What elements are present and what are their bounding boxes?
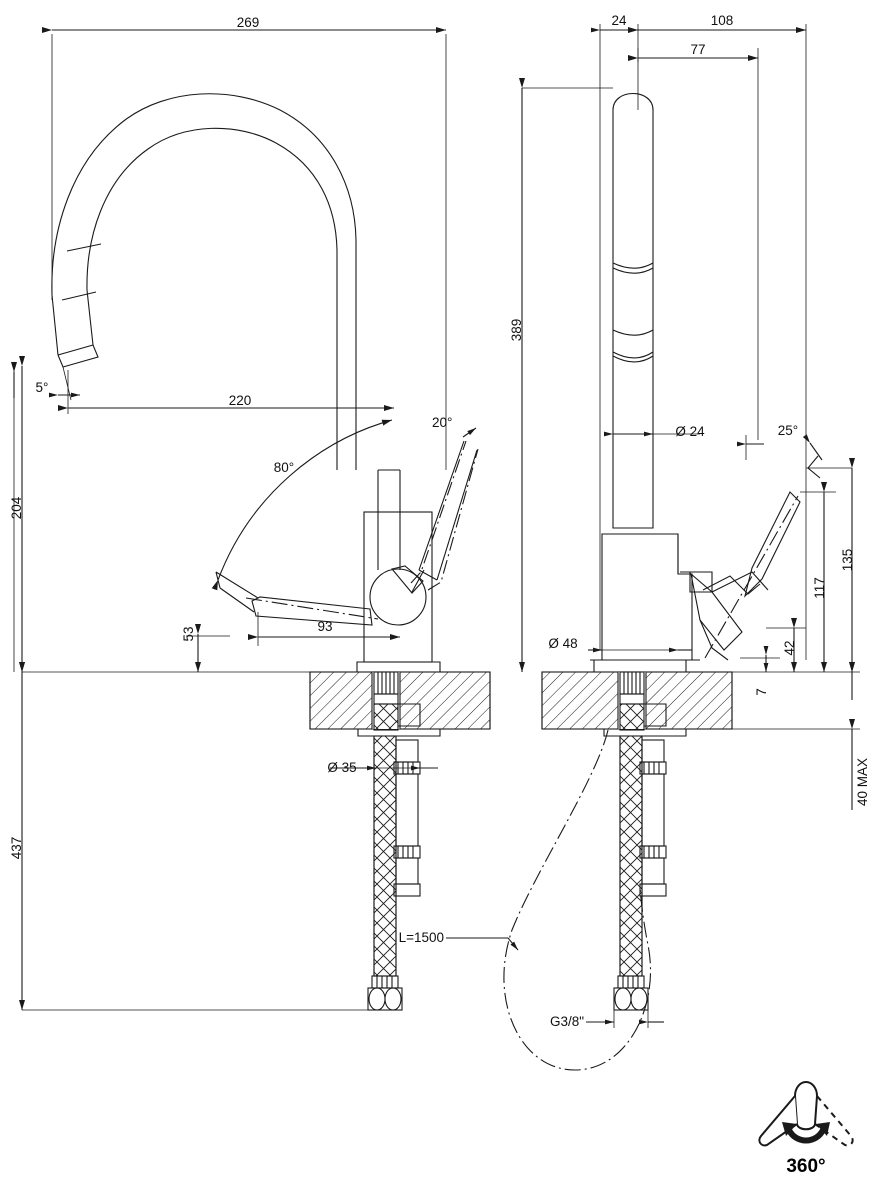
dim-thread-g38 bbox=[586, 1010, 664, 1028]
shank-assembly-left bbox=[357, 671, 441, 737]
label-angle-25: 25° bbox=[778, 423, 798, 438]
dim-437 bbox=[19, 662, 370, 1011]
leader-hose-length bbox=[446, 937, 519, 951]
label-40-max: 40 MAX bbox=[855, 758, 870, 806]
handle-lowered bbox=[251, 596, 373, 626]
countertop-left bbox=[309, 671, 491, 730]
handle-front-centerline bbox=[704, 495, 799, 659]
label-dia-35: Ø 35 bbox=[327, 760, 356, 775]
label-135: 135 bbox=[840, 549, 855, 572]
label-thread: G3/8" bbox=[550, 1014, 584, 1029]
label-7: 7 bbox=[754, 688, 769, 696]
dim-77 bbox=[628, 48, 759, 440]
label-42: 42 bbox=[782, 640, 797, 655]
handle-lowered-tip bbox=[215, 571, 259, 613]
dim-135 bbox=[806, 458, 855, 672]
supply-hoses-right bbox=[613, 735, 667, 1011]
dim-117 bbox=[800, 482, 836, 672]
label-dia-48: Ø 48 bbox=[548, 636, 577, 651]
mixer-body-side bbox=[356, 469, 441, 673]
handle-raised-outline bbox=[411, 440, 478, 593]
label-angle-20: 20° bbox=[432, 415, 452, 430]
label-220: 220 bbox=[229, 393, 252, 408]
label-77: 77 bbox=[690, 42, 705, 57]
shank-assembly-right bbox=[603, 671, 687, 737]
label-dia-24: Ø 24 bbox=[675, 424, 705, 439]
spout-front bbox=[612, 92, 654, 529]
label-angle-5: 5° bbox=[36, 380, 49, 395]
label-hose-length: L=1500 bbox=[399, 930, 444, 945]
dim-220 bbox=[58, 370, 394, 414]
dim-53 bbox=[186, 624, 230, 672]
dim-108 bbox=[628, 24, 807, 660]
label-53: 53 bbox=[181, 626, 196, 641]
handle-lowered-centerline bbox=[245, 597, 379, 620]
dim-7 bbox=[740, 646, 780, 672]
label-269: 269 bbox=[237, 15, 260, 30]
dim-angle-5 bbox=[11, 362, 80, 672]
label-204: 204 bbox=[9, 496, 24, 519]
label-angle-80: 80° bbox=[274, 460, 294, 475]
dim-40-max bbox=[732, 662, 860, 810]
handle-raised-phantom bbox=[410, 440, 479, 591]
dim-389 bbox=[519, 78, 613, 672]
dim-24 bbox=[591, 24, 639, 650]
dim-angle-80 bbox=[211, 419, 393, 591]
rotation-symbol-360 bbox=[758, 1080, 854, 1147]
dim-269 bbox=[42, 27, 447, 470]
dim-42 bbox=[766, 618, 806, 672]
supply-hoses-left bbox=[367, 735, 421, 1011]
label-108: 108 bbox=[711, 13, 734, 28]
label-389: 389 bbox=[509, 319, 524, 342]
label-24: 24 bbox=[611, 13, 627, 28]
label-117: 117 bbox=[812, 577, 827, 599]
dim-93 bbox=[248, 612, 400, 646]
dim-angle-25 bbox=[737, 434, 823, 479]
label-360: 360° bbox=[786, 1156, 825, 1177]
pulldown-hose-loop bbox=[503, 729, 652, 1071]
spout-gooseneck bbox=[51, 93, 357, 470]
label-437: 437 bbox=[9, 837, 24, 860]
label-93: 93 bbox=[317, 619, 332, 634]
dim-angle-20 bbox=[462, 427, 477, 438]
handle-front bbox=[689, 491, 801, 661]
